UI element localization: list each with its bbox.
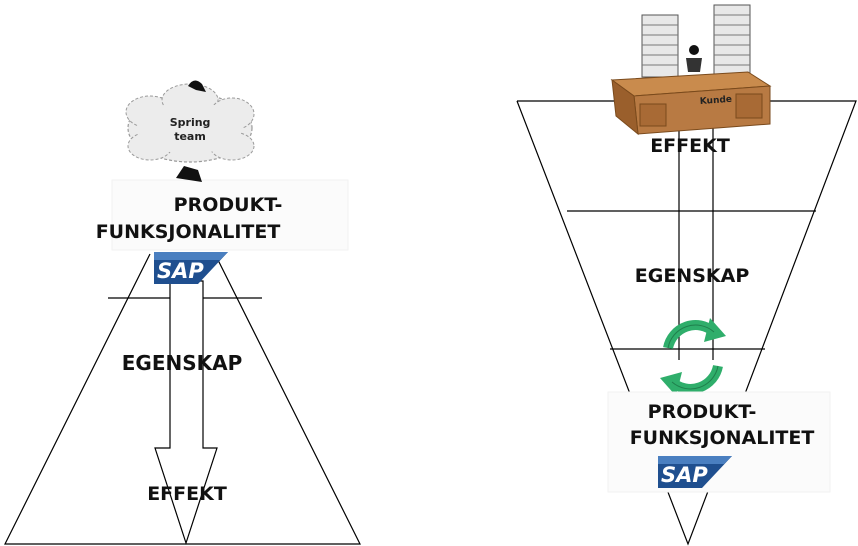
left-bottom-label: EFFEKT: [147, 483, 227, 505]
left-top-label-line2: FUNKSJONALITET: [96, 221, 281, 243]
recycle-arrows-icon: [660, 318, 726, 396]
right-bottom-label-line1: PRODUKT-: [648, 401, 757, 423]
left-top-label-line1: PRODUKT-: [174, 194, 283, 216]
svg-text:SAP: SAP: [157, 259, 204, 283]
desk-icon: [612, 5, 770, 134]
right-mid-label: EGENSKAP: [635, 265, 750, 287]
left-sap-logo: SAP: [154, 252, 228, 284]
left-mid-label: EGENSKAP: [122, 351, 243, 375]
right-top-label: EFFEKT: [650, 135, 730, 157]
right-funnel: Kunde EFFEKT EGENSKAP PRODUKT- FUNKSJONA…: [517, 5, 856, 544]
svg-text:SAP: SAP: [661, 463, 708, 487]
right-bottom-label-line2: FUNKSJONALITET: [630, 427, 815, 449]
left-pyramid: Spring team PRODUKT- FUNKSJONALITET SAP …: [5, 80, 360, 544]
